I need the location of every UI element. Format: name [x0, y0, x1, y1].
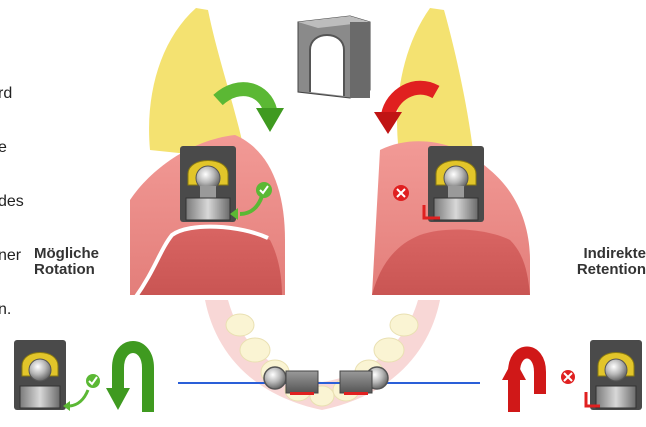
right-matrix	[424, 146, 484, 222]
label-indirect-retention: Indirekte Retention	[560, 246, 646, 278]
right-tooth-section	[372, 8, 530, 295]
bottom-right-matrix	[561, 340, 642, 410]
top-matrix-icon	[298, 16, 370, 98]
label-right-line1: Indirekte	[560, 246, 646, 262]
label-possible-rotation: Mögliche Rotation	[34, 246, 99, 278]
red-u-arrow-icon	[502, 353, 540, 413]
lower-arch	[205, 300, 440, 410]
left-matrix	[180, 146, 236, 222]
left-tooth-section	[130, 8, 285, 298]
label-left-line2: Rotation	[34, 262, 99, 278]
green-u-arrow-icon	[106, 347, 148, 412]
label-left-line1: Mögliche	[34, 246, 99, 262]
label-right-line2: Retention	[560, 262, 646, 278]
bottom-left-matrix	[14, 340, 100, 411]
